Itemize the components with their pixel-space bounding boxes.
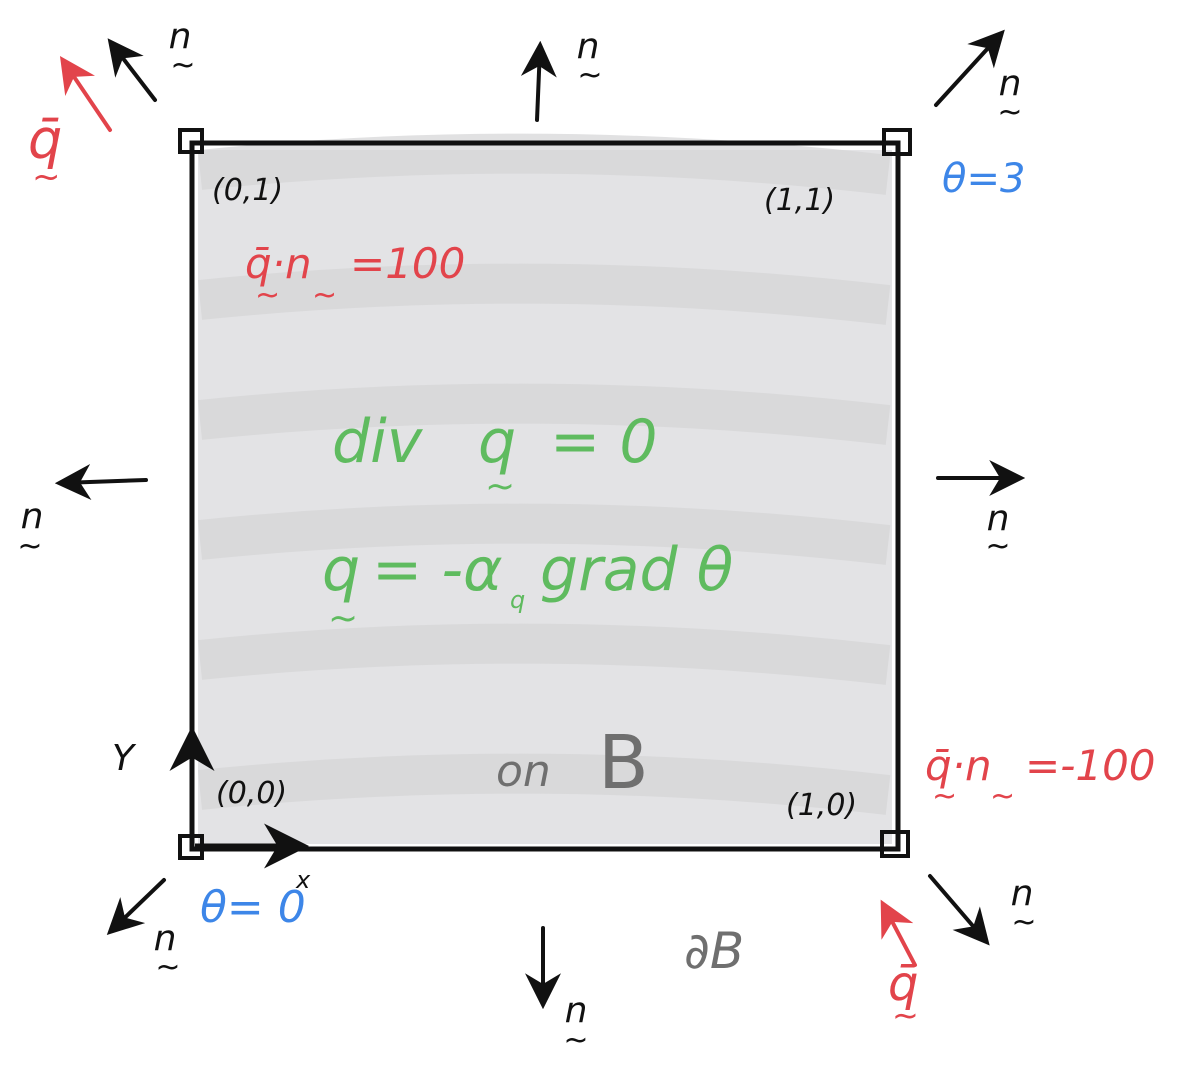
normal-label-right: n [987,498,1010,539]
normal-tilde-top-left: ~ [170,48,195,83]
flux-vector-tilde-top-left: ~ [32,157,61,197]
equation-fourier-rhs: = -α [372,535,503,605]
node-top-right [882,128,912,156]
equation-fourier-tilde: ~ [328,598,358,639]
domain-boundary [189,140,901,852]
domain-label-prefix: on [496,746,551,797]
x-axis-label: x [295,866,311,894]
equation-fourier-vec: q [322,535,360,605]
normal-label-bottom-left: n [154,918,177,959]
normal-arrow-top-right [934,29,1005,107]
corner-label-top-left: (0,1) [212,173,283,208]
flux-bc-bottom-tilde-1: ~ [932,779,957,814]
normal-arrow-left [54,463,148,500]
domain-label-symbol: B [598,720,649,806]
normal-label-left: n [21,496,44,537]
flux-vector-label-bottom-right: q̄ [888,956,918,1012]
flux-vector-tilde-bottom-right: ~ [892,996,919,1034]
normal-label-bottom: n [565,990,588,1031]
node-top-left [178,128,204,154]
flux-vector-bottom-right [880,899,917,967]
equation-fourier-subscript: q [510,586,525,614]
normal-arrow-top [520,40,557,122]
corner-label-bottom-right: (1,0) [786,788,857,823]
temperature-bc-top-right: θ=3 [942,156,1025,202]
y-axis-label: Y [112,738,137,779]
flux-bc-bottom-rhs: =-100 [1025,741,1156,790]
equation-divergence-vec: q [478,407,516,477]
boundary-label: ∂B [684,922,744,980]
equation-divergence-lhs: div [332,407,424,477]
normal-label-top-left: n [169,16,192,57]
flux-bc-top-tilde-2: ~ [312,278,337,313]
normal-tilde-bottom: ~ [563,1023,588,1058]
normal-tilde-top: ~ [577,58,602,93]
flux-bc-top-rhs: =100 [350,239,465,288]
equation-divergence-tilde: ~ [485,466,515,507]
temperature-bc-bottom-left: θ= 0 [200,882,306,933]
corner-label-top-right: (1,1) [764,183,835,218]
normal-tilde-left: ~ [17,529,42,564]
flux-vector-label-top-left: q̄ [28,108,62,171]
normal-arrow-bottom-right [928,874,990,946]
flux-vector-top-left [59,56,112,132]
normal-arrow-bottom-left [106,878,166,935]
normal-tilde-bottom-left: ~ [155,950,180,985]
node-bottom-right [880,830,910,858]
corner-label-bottom-left: (0,0) [216,776,287,811]
flux-bc-bottom-tilde-2: ~ [990,779,1015,814]
normal-tilde-bottom-right: ~ [1011,905,1036,940]
flux-bc-top-lhs: q̄·n [245,239,312,288]
normal-label-bottom-right: n [1011,873,1034,914]
normal-label-top-right: n [999,63,1022,104]
flux-bc-bottom-lhs: q̄·n [925,741,992,790]
domain-shading [197,133,892,844]
equation-divergence-rhs: = 0 [550,407,658,477]
equation-fourier-tail: grad θ [540,535,733,605]
flux-bc-top-tilde-1: ~ [255,278,280,313]
normal-arrow-top-left [107,38,157,102]
normal-tilde-right: ~ [985,529,1010,564]
normal-tilde-top-right: ~ [997,95,1022,130]
normal-label-top: n [577,26,600,67]
